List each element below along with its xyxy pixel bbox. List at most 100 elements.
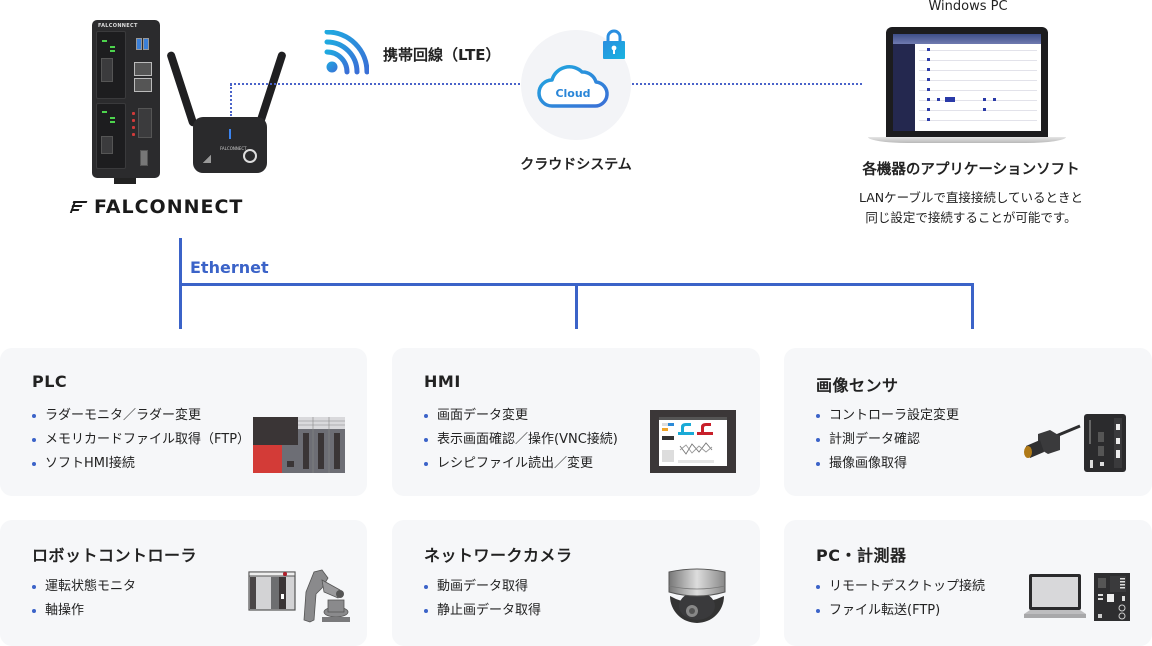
bullet-icon: [32, 462, 36, 466]
application-software-title: 各機器のアプリケーションソフト: [862, 162, 1080, 178]
feature-item: 計測データ確認: [816, 428, 959, 452]
feature-list: コントローラ設定変更 計測データ確認 撮像画像取得: [816, 404, 959, 476]
application-software-description: LANケーブルで直接接続しているときと 同じ設定で接続することが可能です。: [858, 190, 1084, 225]
device-card-image-sensor: 画像センサ コントローラ設定変更 計測データ確認 撮像画像取得: [784, 348, 1152, 496]
bullet-icon: [816, 462, 820, 466]
usb-port: [136, 38, 142, 50]
status-led: [110, 117, 115, 119]
status-led: [110, 46, 115, 48]
feature-item: 静止画データ取得: [424, 599, 541, 623]
lte-router: FALCONNECT: [193, 117, 267, 173]
network-camera-icon: [668, 568, 726, 623]
falconnect-logo-mark-icon: [69, 200, 88, 214]
terminal-block: [101, 58, 113, 82]
red-led: [132, 126, 135, 129]
feature-item: リモートデスクトップ接続: [816, 575, 985, 599]
plc-icon: [253, 417, 345, 473]
device-card-robot-controller: ロボットコントローラ 運転状態モニタ 軸操作: [0, 520, 367, 646]
feature-list: 動画データ取得 静止画データ取得: [424, 575, 541, 623]
image-sensor-icon: [1024, 414, 1126, 472]
feature-list: 運転状態モニタ 軸操作: [32, 575, 136, 623]
card-title: 画像センサ: [816, 376, 899, 395]
status-led: [102, 40, 107, 42]
red-led: [132, 133, 135, 136]
ethernet-port: [134, 78, 152, 92]
router-led: [229, 129, 231, 139]
feature-list: 画面データ変更 表示画面確認／操作(VNC接続) レシピファイル読出／変更: [424, 404, 618, 476]
bullet-icon: [424, 462, 428, 466]
falconnect-gateway-device: FALCONNECT: [92, 20, 160, 184]
bullet-icon: [424, 438, 428, 442]
cloud-icon: Cloud: [537, 65, 609, 108]
dotted-link-pc: [632, 83, 862, 85]
feature-item: 画面データ変更: [424, 404, 618, 428]
bullet-icon: [424, 609, 428, 613]
windows-pc-laptop: [886, 27, 1048, 138]
feature-list: リモートデスクトップ接続 ファイル転送(FTP): [816, 575, 985, 623]
ethernet-drop-line-sensor: [971, 283, 974, 329]
wireless-signal-icon: [324, 30, 369, 75]
bullet-icon: [816, 414, 820, 418]
red-led: [132, 112, 135, 115]
feature-item: 動画データ取得: [424, 575, 541, 599]
dotted-link-lte: [230, 83, 520, 85]
laptop-base: [868, 137, 1066, 143]
usb-port: [143, 38, 149, 50]
bullet-icon: [424, 414, 428, 418]
card-title: PLC: [32, 372, 68, 391]
ethernet-label: Ethernet: [190, 258, 269, 277]
power-connector: [140, 150, 148, 166]
dotted-link-router: [230, 84, 232, 116]
feature-item: ラダーモニタ／ラダー変更: [32, 404, 250, 428]
windows-pc-caption: Windows PC: [928, 0, 1008, 14]
status-led: [110, 50, 115, 52]
bullet-icon: [32, 585, 36, 589]
robot-controller-icon: [248, 569, 350, 623]
cloud-icon-text: Cloud: [555, 87, 590, 100]
bullet-icon: [816, 585, 820, 589]
bullet-icon: [816, 438, 820, 442]
ethernet-drop-line-hmi: [575, 283, 578, 329]
feature-item: 表示画面確認／操作(VNC接続): [424, 428, 618, 452]
ethernet-port: [134, 62, 152, 76]
red-led: [132, 119, 135, 122]
device-card-network-camera: ネットワークカメラ 動画データ取得 静止画データ取得: [392, 520, 760, 646]
bullet-icon: [424, 585, 428, 589]
status-led: [110, 121, 115, 123]
card-title: HMI: [424, 372, 461, 391]
card-title: ロボットコントローラ: [32, 546, 198, 565]
falconnect-logo-text: FALCONNECT: [94, 196, 244, 218]
feature-list: ラダーモニタ／ラダー変更 メモリカードファイル取得（FTP） ソフトHMI接続: [32, 404, 250, 476]
feature-item: レシピファイル読出／変更: [424, 452, 618, 476]
antenna-right: [255, 50, 287, 128]
feature-item: 運転状態モニタ: [32, 575, 136, 599]
feature-item: 撮像画像取得: [816, 452, 959, 476]
pc-instrument-icon: [1024, 573, 1130, 621]
device-card-plc: PLC ラダーモニタ／ラダー変更 メモリカードファイル取得（FTP） ソフトHM…: [0, 348, 367, 496]
din-rail-clip: [114, 178, 136, 184]
terminal-block: [101, 136, 113, 154]
bullet-icon: [32, 438, 36, 442]
card-title: ネットワークカメラ: [424, 546, 573, 565]
power-button-icon: [243, 149, 257, 163]
status-led: [102, 111, 107, 113]
device-card-hmi: HMI 画面データ変更 表示画面確認／操作(VNC接続) レシピファイル読出／変…: [392, 348, 760, 496]
falconnect-logo: FALCONNECT: [69, 196, 244, 218]
signal-icon: [203, 155, 211, 163]
bullet-icon: [32, 414, 36, 418]
bullet-icon: [32, 609, 36, 613]
feature-item: ソフトHMI接続: [32, 452, 250, 476]
terminal-block: [138, 108, 152, 138]
ladder-software-screenshot: [893, 34, 1041, 131]
bullet-icon: [816, 609, 820, 613]
lock-icon: [603, 29, 625, 59]
antenna-left: [166, 50, 198, 128]
device-card-pc-instrument: PC・計測器 リモートデスクトップ接続 ファイル転送(FTP): [784, 520, 1152, 646]
feature-item: 軸操作: [32, 599, 136, 623]
router-brand-label: FALCONNECT: [220, 146, 247, 151]
feature-item: ファイル転送(FTP): [816, 599, 985, 623]
feature-item: メモリカードファイル取得（FTP）: [32, 428, 250, 452]
hmi-panel-icon: [650, 410, 736, 473]
card-title: PC・計測器: [816, 546, 907, 565]
lte-label: 携帯回線（LTE）: [383, 46, 501, 64]
